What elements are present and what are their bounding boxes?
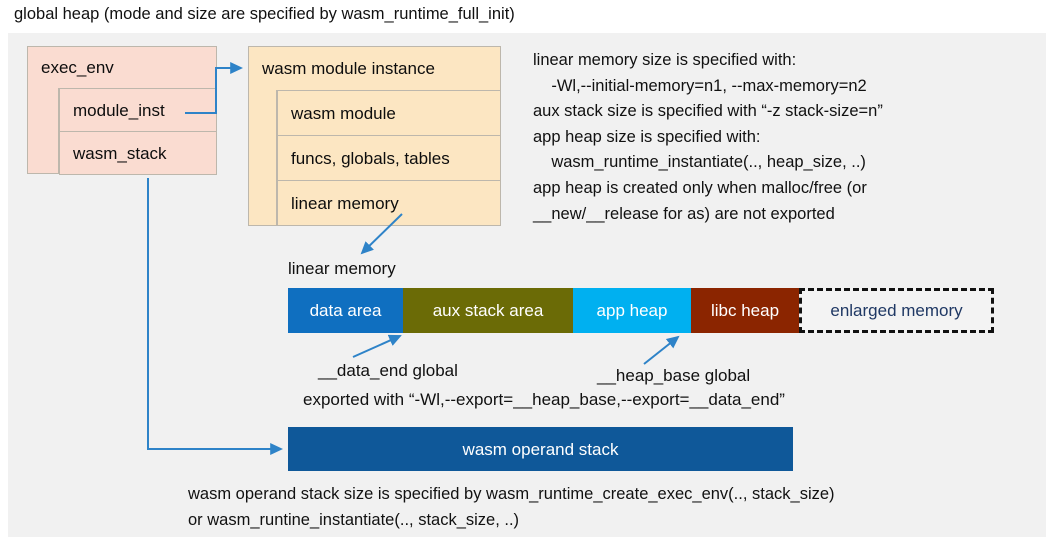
exec-env-box: exec_env module_inst wasm_stack: [27, 46, 217, 175]
exec-env-fields: module_inst wasm_stack: [27, 88, 217, 175]
exec-env-field-wasm-stack: wasm_stack: [59, 131, 217, 175]
segment-aux-stack-area: aux stack area: [403, 288, 573, 333]
exec-env-gutter: [27, 88, 59, 174]
wasm-module-instance-box: wasm module instance wasm module funcs, …: [248, 46, 501, 226]
segment-data-area: data area: [288, 288, 403, 333]
linear-memory-label: linear memory: [288, 259, 396, 278]
module-instance-gutter: [248, 90, 277, 226]
module-instance-fields: wasm module funcs, globals, tables linea…: [248, 90, 501, 226]
annotation-exported-globals: exported with “-Wl,--export=__heap_base,…: [303, 390, 785, 409]
page-title: global heap (mode and size are specified…: [14, 5, 515, 23]
segment-app-heap: app heap: [573, 288, 691, 333]
module-instance-field-linear-memory: linear memory: [277, 180, 501, 226]
segment-libc-heap: libc heap: [691, 288, 799, 333]
operand-stack-note: wasm operand stack size is specified by …: [188, 485, 835, 529]
segment-enlarged-memory: enlarged memory: [799, 288, 994, 333]
annotation-heap-base: __heap_base global: [597, 366, 751, 385]
module-instance-field-funcs-globals-tables: funcs, globals, tables: [277, 135, 501, 181]
exec-env-header: exec_env: [27, 46, 217, 89]
linear-memory-bar: data area aux stack area app heap libc h…: [288, 288, 994, 333]
module-instance-field-wasm-module: wasm module: [277, 90, 501, 136]
exec-env-field-module-inst: module_inst: [59, 88, 217, 132]
module-instance-header: wasm module instance: [248, 46, 501, 91]
annotation-data-end: __data_end global: [318, 361, 458, 380]
memory-sizing-notes: linear memory size is specified with: -W…: [533, 51, 883, 223]
wasm-operand-stack-box: wasm operand stack: [288, 427, 793, 471]
